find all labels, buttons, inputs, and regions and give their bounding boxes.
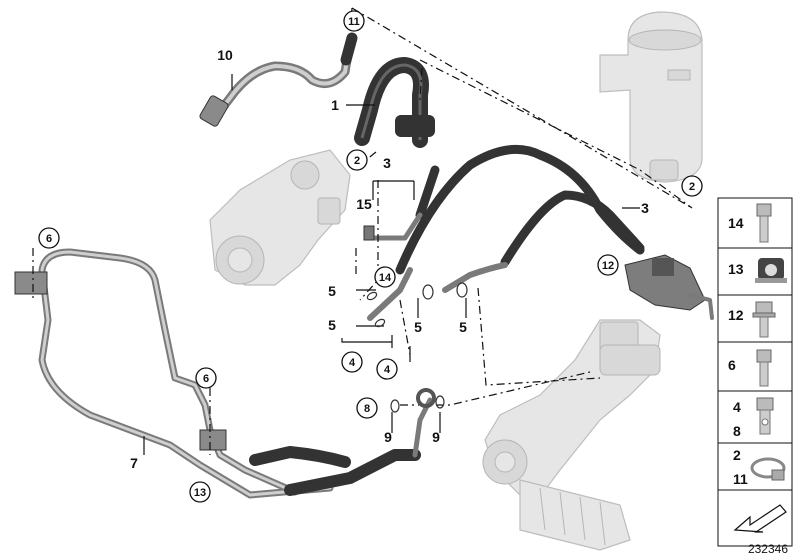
reservoir-ghost bbox=[599, 11, 703, 183]
callout-c10: 10 bbox=[217, 47, 233, 63]
callout-circle bbox=[374, 266, 396, 288]
pressure-hoses-3 bbox=[367, 144, 645, 321]
callout-c4a: 4 bbox=[341, 351, 363, 373]
callout-text: 11 bbox=[348, 16, 360, 28]
suction-pipe-10 bbox=[199, 32, 358, 127]
legend-label-l14: 14 bbox=[728, 215, 744, 231]
steering-gear-ghost bbox=[482, 319, 661, 551]
hose-clamp-icon bbox=[750, 457, 786, 481]
hex-bolt-icon bbox=[756, 349, 772, 387]
callout-c5a: 5 bbox=[328, 283, 336, 299]
callout-c13: 13 bbox=[189, 481, 211, 503]
callout-circle bbox=[343, 10, 365, 32]
suction-hose-1 bbox=[354, 57, 435, 148]
callout-text: 9 bbox=[384, 429, 392, 445]
callout-text: 6 bbox=[46, 233, 52, 245]
callout-c5c: 5 bbox=[414, 319, 422, 335]
bolt-icon bbox=[756, 203, 772, 243]
rubber-mount-icon bbox=[755, 258, 787, 283]
callout-text: 5 bbox=[328, 317, 336, 333]
callout-circle bbox=[38, 227, 60, 249]
callout-c12: 12 bbox=[597, 254, 619, 276]
valve-block-12 bbox=[624, 254, 714, 320]
legend-label-l12: 12 bbox=[728, 307, 744, 323]
callout-text: 14 bbox=[379, 272, 392, 284]
seals bbox=[363, 225, 468, 413]
callout-text: 7 bbox=[130, 455, 138, 471]
callout-text: 13 bbox=[194, 487, 206, 499]
callout-c3a: 3 bbox=[383, 155, 391, 171]
callout-circle bbox=[376, 358, 398, 380]
callout-c2b: 2 bbox=[681, 175, 703, 197]
callout-c9a: 9 bbox=[384, 429, 392, 445]
callout-c15: 15 bbox=[356, 196, 372, 212]
legend-label-l48: 4 bbox=[733, 399, 741, 415]
callout-circle bbox=[189, 481, 211, 503]
callout-c9b: 9 bbox=[432, 429, 440, 445]
callout-text: 5 bbox=[414, 319, 422, 335]
callout-text: 1 bbox=[331, 97, 339, 113]
callout-text: 6 bbox=[203, 373, 209, 385]
callout-c4b: 4 bbox=[376, 358, 398, 380]
callout-c8: 8 bbox=[356, 397, 378, 419]
callout-text: 12 bbox=[602, 260, 614, 272]
pump-ghost bbox=[209, 149, 351, 286]
legend-label-l6: 6 bbox=[728, 357, 736, 373]
callout-text: 2 bbox=[689, 181, 695, 193]
callout-text: 2 bbox=[354, 155, 360, 167]
callout-text: 9 bbox=[432, 429, 440, 445]
cooling-loop-7 bbox=[14, 248, 433, 499]
leader-lines bbox=[143, 74, 640, 455]
legend-panel: 14 13 12 6 4 8 2 11 bbox=[717, 197, 793, 547]
callout-c5b: 5 bbox=[328, 317, 336, 333]
callout-circle bbox=[341, 351, 363, 373]
legend-label-l13: 13 bbox=[728, 261, 744, 277]
callout-text: 4 bbox=[384, 364, 391, 376]
callout-c3b: 3 bbox=[641, 200, 649, 216]
callout-c14: 14 bbox=[374, 266, 396, 288]
callout-c2a: 2 bbox=[346, 149, 368, 171]
callout-circle bbox=[356, 397, 378, 419]
callout-circle bbox=[597, 254, 619, 276]
callout-c11: 11 bbox=[343, 10, 365, 32]
callout-text: 5 bbox=[459, 319, 467, 335]
callout-text: 3 bbox=[641, 200, 649, 216]
arrow-down-left-icon[interactable] bbox=[733, 504, 787, 533]
callout-text: 10 bbox=[217, 47, 233, 63]
callout-c6b: 6 bbox=[195, 367, 217, 389]
diagram-id: 232346 bbox=[747, 542, 788, 556]
callout-text: 8 bbox=[364, 403, 370, 415]
callout-text: 15 bbox=[356, 196, 372, 212]
legend-label-l48: 8 bbox=[733, 423, 741, 439]
callout-circle bbox=[681, 175, 703, 197]
callout-c5d: 5 bbox=[459, 319, 467, 335]
banjo-bolt-icon bbox=[756, 397, 774, 435]
callout-c7: 7 bbox=[130, 455, 138, 471]
callout-circle bbox=[346, 149, 368, 171]
callout-circle bbox=[195, 367, 217, 389]
callout-text: 3 bbox=[383, 155, 391, 171]
callout-text: 4 bbox=[349, 357, 356, 369]
callout-text: 5 bbox=[328, 283, 336, 299]
callout-c6a: 6 bbox=[38, 227, 60, 249]
callout-c1: 1 bbox=[331, 97, 339, 113]
legend-label-l211: 11 bbox=[733, 471, 748, 487]
flange-bolt-icon bbox=[752, 301, 776, 338]
legend-label-l211: 2 bbox=[733, 447, 741, 463]
